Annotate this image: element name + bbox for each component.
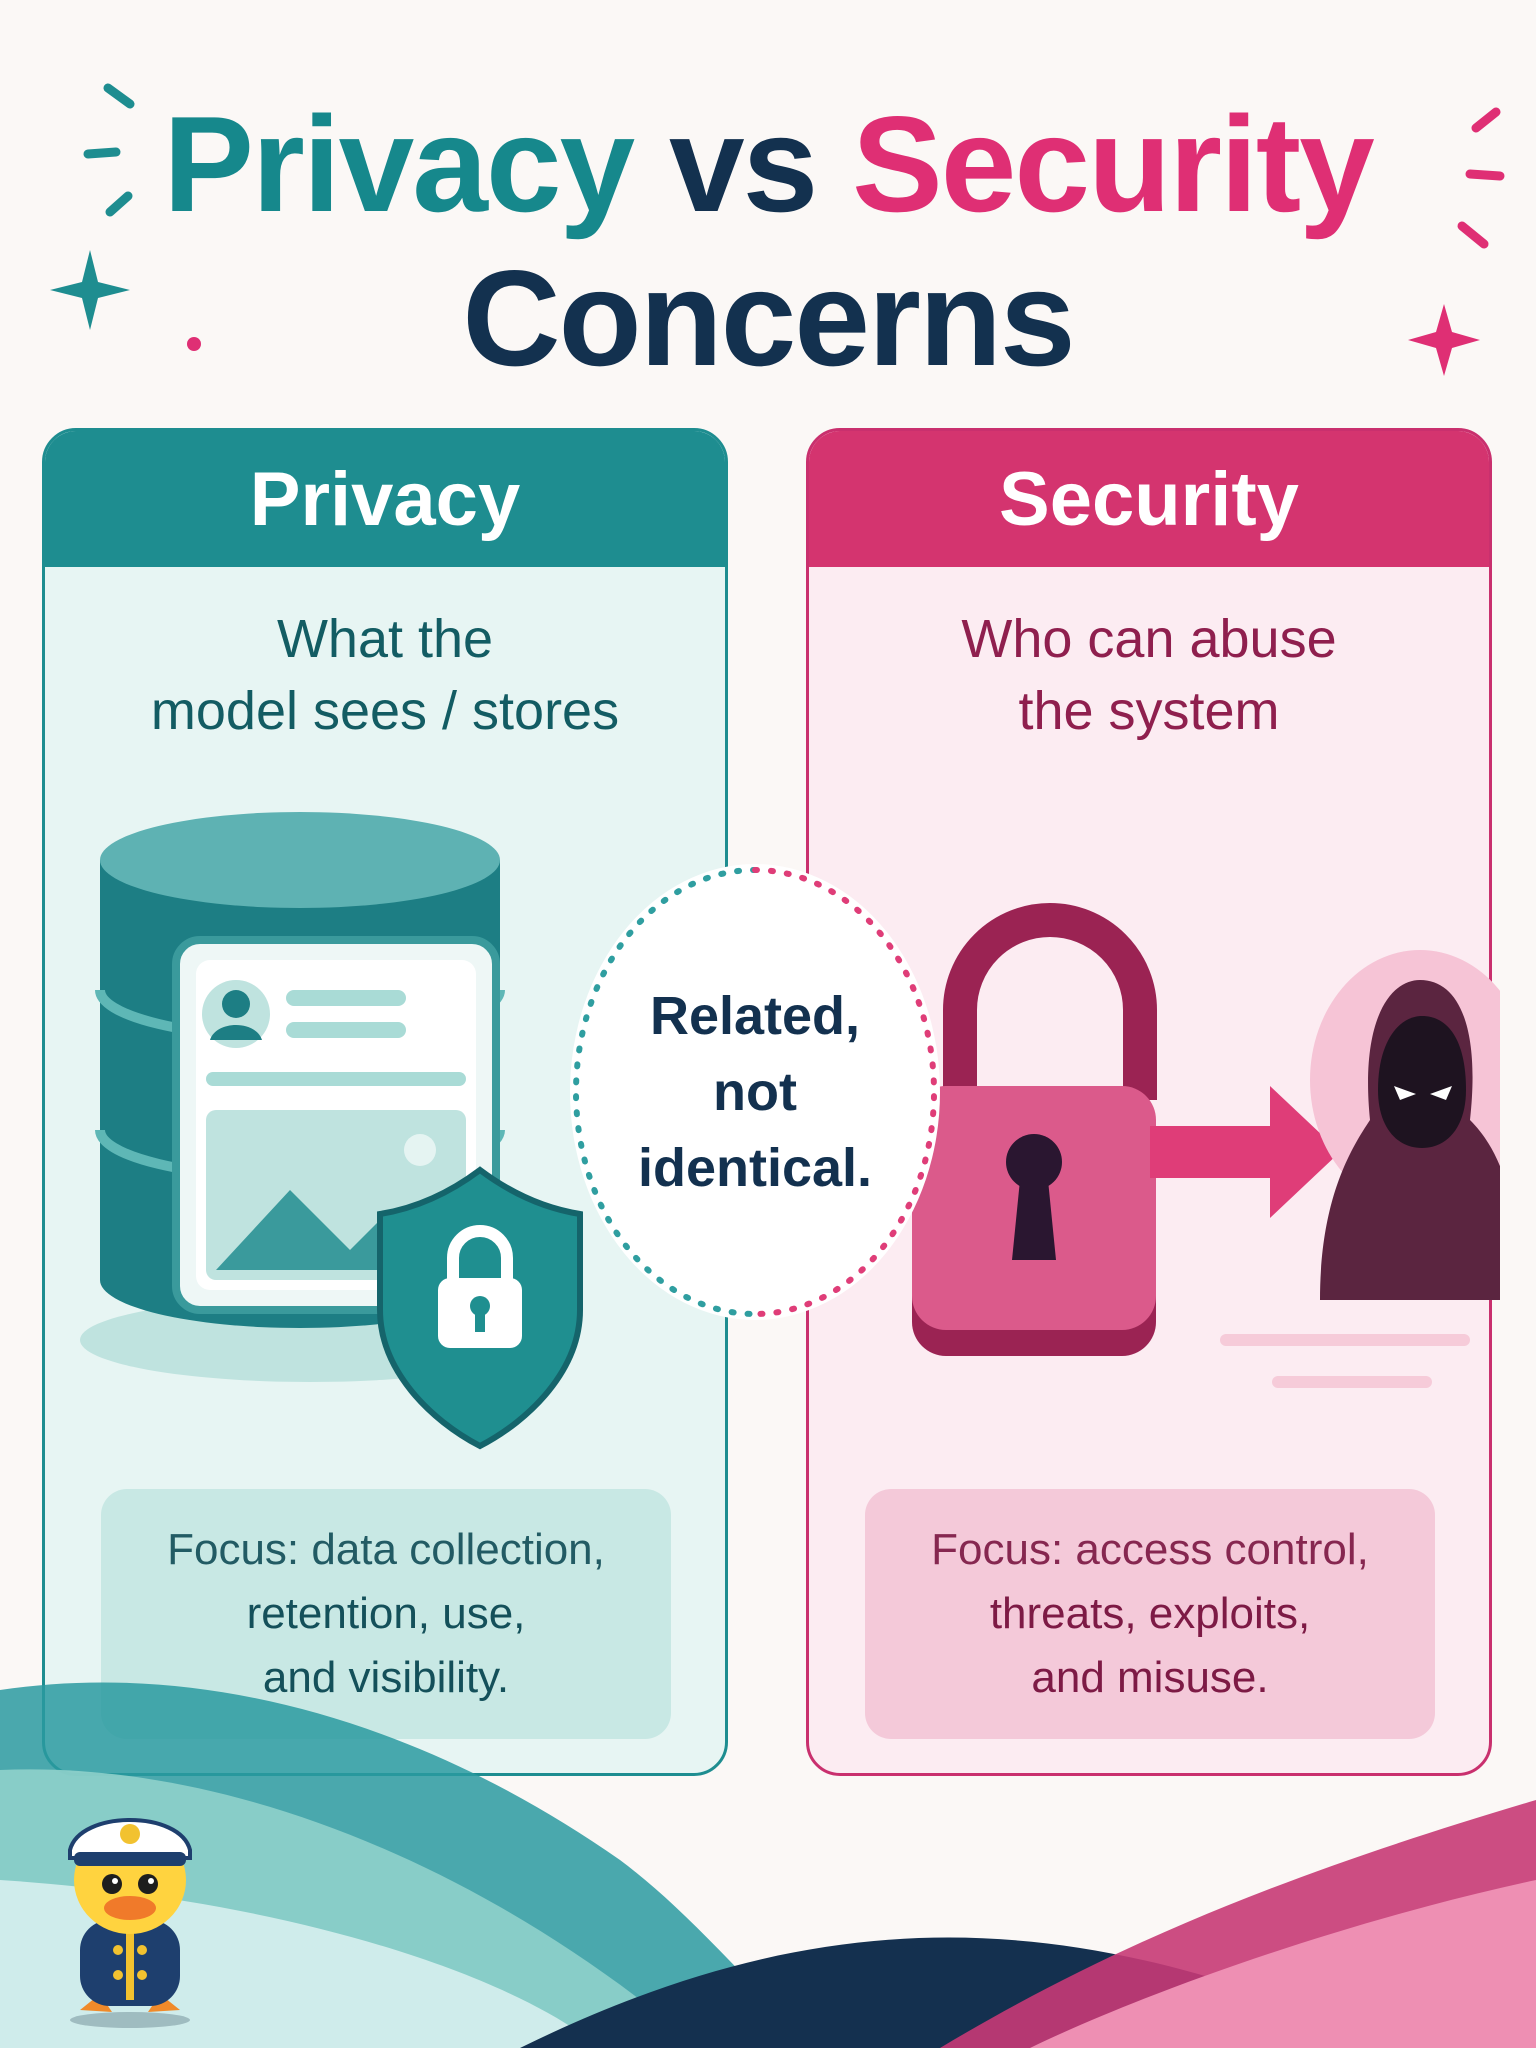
privacy-card-subtitle: What the model sees / stores (45, 603, 725, 747)
security-focus-box: Focus: access control, threats, exploits… (865, 1489, 1435, 1739)
decorative-sparkles (50, 83, 1505, 376)
main-title: Privacy vs Security (0, 96, 1536, 232)
center-line: Related, (649, 986, 861, 1046)
security-focus-line: and misuse. (1031, 1653, 1269, 1702)
center-relation-bubble: Related, not identical. (570, 864, 940, 1320)
security-card-subtitle: Who can abuse the system (809, 603, 1489, 747)
arrow-right-icon (1150, 1086, 1340, 1218)
title-word-security: Security (852, 88, 1375, 240)
security-focus-line: Focus: access control, (931, 1525, 1369, 1574)
security-card-header: Security (809, 431, 1489, 567)
security-focus-line: threats, exploits, (989, 1589, 1311, 1638)
privacy-focus-line: Focus: data collection, (167, 1525, 605, 1574)
shield-lock-icon (377, 1166, 583, 1450)
center-line: identical. (637, 1138, 873, 1198)
privacy-focus-line: retention, use, (246, 1589, 526, 1638)
security-illustration (912, 903, 1500, 1388)
title-word-concerns: Concerns (462, 242, 1075, 394)
privacy-card-header: Privacy (45, 431, 725, 567)
privacy-subtitle-line: model sees / stores (150, 681, 620, 741)
privacy-subtitle-line: What the (276, 609, 494, 669)
main-title-line2: Concerns (0, 250, 1536, 386)
privacy-focus-line: and visibility. (262, 1653, 510, 1702)
sailor-duck-mascot (68, 1818, 192, 2028)
security-subtitle-line: the system (1018, 681, 1280, 741)
privacy-illustration (80, 812, 583, 1450)
center-line: not (713, 1062, 797, 1122)
padlock-icon (912, 903, 1157, 1356)
hooded-attacker-icon (1310, 950, 1500, 1300)
center-bubble-dotted-ring (573, 867, 937, 1317)
title-word-vs: vs (668, 88, 818, 240)
title-word-privacy: Privacy (163, 88, 635, 240)
security-subtitle-line: Who can abuse (961, 609, 1337, 669)
